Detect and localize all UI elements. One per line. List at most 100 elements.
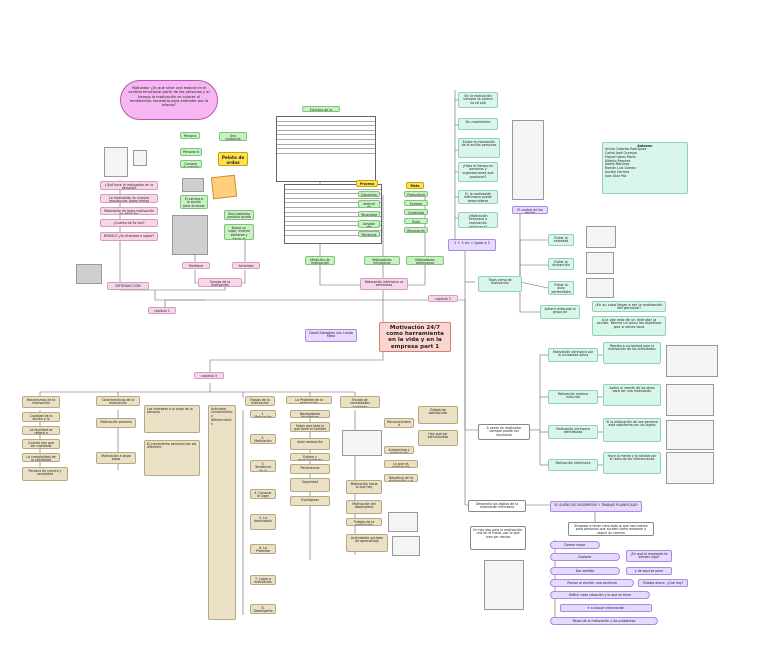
node-intrinsic-or-extrinsic[interactable]: ¿Motivación intrínseca o motivación extr…: [458, 212, 498, 228]
node-identified-motivation[interactable]: Motivación intrínseca identificada: [548, 425, 598, 439]
node-know-path[interactable]: Conocer el camino a la meta: [180, 160, 202, 168]
node-side-positive-2[interactable]: Una sustancia positiva ayuda a un objeti…: [224, 210, 254, 220]
node-one-plus-one[interactable]: 1 + 1 es = Igual a 2: [448, 239, 496, 251]
perf-1[interactable]: Motivación hacia la que hay: [346, 480, 382, 494]
node-society-exercise[interactable]: Ejercicio de la sociedad: [302, 106, 340, 112]
node-activity[interactable]: Actividad: [232, 262, 260, 269]
left-item-3[interactable]: Cuando hay que ser motivado: [22, 439, 60, 449]
node-extrinsic-motivators[interactable]: Motivadores extrínsecos: [406, 256, 444, 265]
node-what-motivation-does[interactable]: ¿Qué hace la motivación en la persona?: [100, 181, 158, 190]
node-group-adhere[interactable]: Adherir enfocado al grupo de: [540, 305, 580, 319]
needs-1[interactable]: Reconocimiento: [384, 418, 414, 428]
node-develop-intrinsic[interactable]: Desarrollo los dígitos de la motivación …: [468, 500, 526, 512]
node-path-action[interactable]: El camino a la acción para alcanzar la m…: [180, 195, 208, 209]
stage-4[interactable]: 4. Conocer al lugar: [250, 489, 276, 499]
stage-2[interactable]: 2. Motivación posterior: [250, 434, 276, 444]
node-activity-desc[interactable]: Busca un lugar, intenta sentarse y hacer…: [224, 224, 254, 240]
node-goal[interactable]: Meta: [406, 182, 424, 189]
left-item-1[interactable]: Cualidad de la acción y la motivación: [22, 412, 60, 422]
left-item-5[interactable]: Persona de carrera y necesidad: [22, 467, 68, 481]
process-item-4[interactable]: Gestión del tiempo: [358, 220, 380, 228]
node-extrinsic-develop[interactable]: Sí, la motivación extrínseca puede desar…: [458, 190, 498, 204]
left-item-4[interactable]: La complejidad de la necesidad: [22, 453, 60, 462]
node-action-exists[interactable]: Existe la motivación de la acción person…: [458, 138, 500, 158]
node-persona-a[interactable]: Persona a: [180, 132, 200, 139]
node-metaphor[interactable]: Metáfora: [182, 262, 210, 269]
node-avoid-perfection[interactable]: Evitar la auto perfectibilidad: [548, 281, 574, 295]
step-7[interactable]: Pasos de la motivación y los problemas: [550, 617, 658, 625]
goal-item-5[interactable]: Reconocimiento: [404, 227, 428, 233]
node-achievement-affiliation[interactable]: Motivación de logro motivación de afilia…: [100, 207, 158, 215]
pyramid-4[interactable]: Estima y reconocimiento: [290, 453, 330, 461]
process-item-2[interactable]: Actitud de movimiento: [358, 200, 380, 208]
goal-item-2[interactable]: Energía: [404, 200, 428, 206]
section-chapter-2[interactable]: capitulo 2: [428, 295, 458, 302]
step-4[interactable]: Pensar al escribir una escritura: [550, 579, 634, 587]
perf-4[interactable]: Actividades sociales de aprendizaje: [346, 534, 388, 552]
node-motivation-measure[interactable]: Medición de motivación: [305, 256, 335, 265]
node-causes-motivation[interactable]: Causas de la motivación: [198, 278, 242, 287]
node-no-movement[interactable]: Sin movimiento: [458, 118, 498, 130]
pyramid-1[interactable]: Necesidades fisiológicas: [290, 410, 330, 418]
left-item-2[interactable]: La facilidad se refiere a: [22, 426, 60, 435]
stage-1[interactable]: 1. Motivación inicial: [250, 410, 276, 418]
needs-3[interactable]: Lo que es motivación: [384, 460, 418, 468]
pyramid-7[interactable]: Fisiológicas: [290, 496, 330, 506]
node-intrinsic-motivators[interactable]: Motivadores intrínsecos: [364, 256, 400, 265]
node-motivator-necessary[interactable]: A veces en motivador siempre puede ser n…: [478, 424, 530, 440]
stage-6[interactable]: 6. La Pirámide: [250, 544, 276, 554]
step-6[interactable]: Ir a buscar información: [560, 604, 652, 612]
node-stages[interactable]: Etapas de la motivación: [245, 396, 275, 406]
node-time-question[interactable]: ¿Hace el tiempo en personas y organizaci…: [458, 162, 498, 182]
pyramid-6[interactable]: Seguridad: [290, 478, 330, 492]
node-avoid-distraction[interactable]: Evitar la distracción: [548, 258, 574, 270]
pyramid-5[interactable]: Pertenencia: [290, 464, 330, 474]
node-control-others[interactable]: El control de los demás: [512, 206, 548, 214]
silhouette-figures-image: [76, 264, 102, 284]
goal-item-3[interactable]: Creatividad: [404, 209, 428, 215]
step-3[interactable]: Dar sentido: [550, 567, 620, 575]
node-process[interactable]: Proceso: [356, 180, 378, 187]
node-introduction[interactable]: INTRODUCCION: [107, 282, 149, 290]
node-motivation-impulse[interactable]: La motivación es nuestro impulso por log…: [100, 194, 158, 203]
node-model-finality[interactable]: MODELO ¿Su finalidad a lograr?: [100, 232, 158, 241]
step-2[interactable]: Explorar: [550, 553, 620, 561]
perf-2[interactable]: Motivación del desempeño: [346, 500, 382, 514]
stage-8[interactable]: 8. Desempeño real: [250, 604, 276, 614]
stage-7[interactable]: 7. Logro a motivación: [250, 575, 276, 585]
node-types-motivation[interactable]: Tipos como de motivación: [478, 276, 522, 292]
node-pyramid[interactable]: La Pirámide de la motivación: [286, 396, 332, 404]
goal-item-1[interactable]: Productividad: [404, 191, 428, 197]
node-without-motivation[interactable]: Sin la motivación siempre se parece no s…: [458, 92, 498, 108]
node-curiosity-motivation[interactable]: Motivación intrínseca por la curiosidad …: [548, 348, 598, 362]
node-how-much[interactable]: ¿Cuanto de Es vez?: [100, 219, 158, 227]
node-human-needs[interactable]: Escala de necesidades humanas: [340, 396, 380, 408]
perf-3[interactable]: Trabajo de la motivación: [346, 518, 382, 526]
section-chapter-1[interactable]: capitulo 1: [148, 307, 176, 314]
pyramid-3[interactable]: Auto realización: [290, 438, 330, 450]
node-side-positive[interactable]: Una sustancia positiva ayuda a un objeti…: [219, 132, 247, 141]
goal-item-4[interactable]: Éxito: [404, 218, 428, 224]
mid-item-2[interactable]: Motivación a largo plazo: [96, 452, 136, 464]
step-5[interactable]: Definir cada situación y lo que se tiene: [550, 591, 650, 599]
step-1[interactable]: Dormir mejor: [550, 541, 600, 549]
node-intrinsic-vs-extrinsic[interactable]: Motivación intrínseca vs extrínseca: [360, 278, 408, 290]
pyramid-2[interactable]: Saber que todo lo que tiene el hombre: [290, 422, 330, 432]
section-chapter-3[interactable]: capitulo 3: [194, 372, 224, 379]
process-item-3[interactable]: Tenacidad: [358, 211, 380, 217]
node-persona-b[interactable]: Persona b: [180, 148, 202, 156]
node-pelota-ordos[interactable]: Pelota de ordos: [218, 152, 248, 166]
node-external-motivation[interactable]: Motivación externa inducida: [548, 390, 598, 404]
node-characteristics[interactable]: Características de la motivación: [96, 396, 140, 406]
process-item-5[interactable]: Paciencia: [358, 231, 380, 237]
needs-2[interactable]: Autoestima y motivación: [384, 446, 414, 454]
stage-3[interactable]: 3. Tendencia de la motivación: [250, 460, 276, 472]
node-dream-performance[interactable]: EL SUEÑO DE DESEMPEÑO Y TRABAJO PLANIFIC…: [550, 501, 642, 512]
needs-4[interactable]: Beneficio de la motivación y el desarrol…: [384, 474, 418, 482]
node-extrinsic-motivation[interactable]: Motivación extrínseca: [548, 459, 598, 471]
stage-5[interactable]: 5. La dominación: [250, 514, 276, 530]
node-avoid-anxiety[interactable]: Evitar la ansiedad: [548, 234, 574, 246]
node-mechanisms[interactable]: Mecanismos de la motivación: [22, 396, 60, 408]
mid-item-1[interactable]: Motivación persona: [96, 418, 136, 428]
process-item-1[interactable]: Disciplina: [358, 191, 380, 197]
